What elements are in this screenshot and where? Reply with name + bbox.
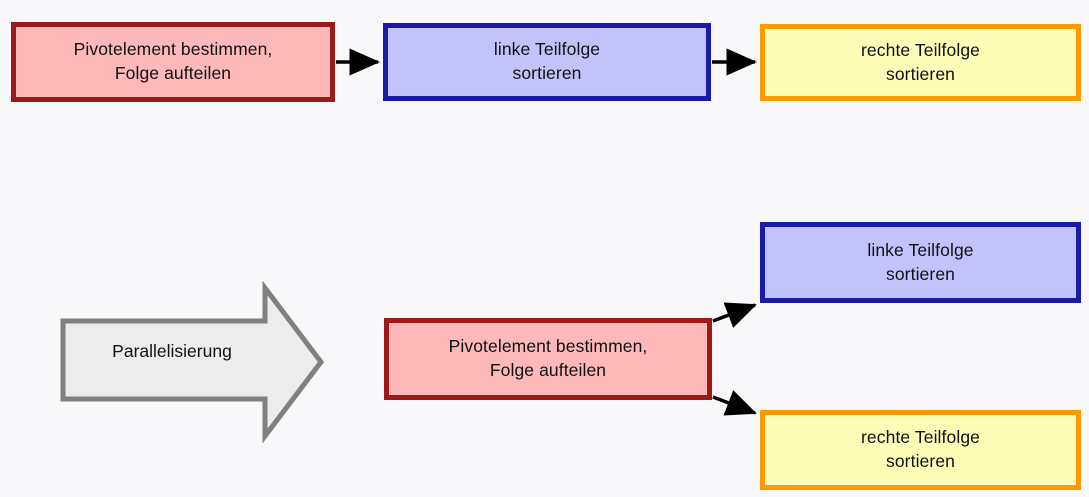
node-bottom-pivot[interactable]: Pivotelement bestimmen, Folge aufteilen — [384, 318, 712, 400]
parallelization-arrow-label: Parallelisierung — [112, 341, 232, 361]
node-top-pivot[interactable]: Pivotelement bestimmen, Folge aufteilen — [11, 22, 335, 102]
connector-bottom-pivot-to-left — [712, 302, 757, 328]
connector-bottom-pivot-to-right — [712, 390, 757, 416]
node-top-left-subsequence[interactable]: linke Teilfolge sortieren — [383, 23, 711, 101]
node-bottom-left-subsequence[interactable]: linke Teilfolge sortieren — [760, 222, 1081, 303]
node-bottom-right-subsequence[interactable]: rechte Teilfolge sortieren — [760, 410, 1081, 490]
node-top-right-subsequence[interactable]: rechte Teilfolge sortieren — [760, 24, 1081, 101]
parallelization-arrow-shape — [60, 280, 325, 444]
